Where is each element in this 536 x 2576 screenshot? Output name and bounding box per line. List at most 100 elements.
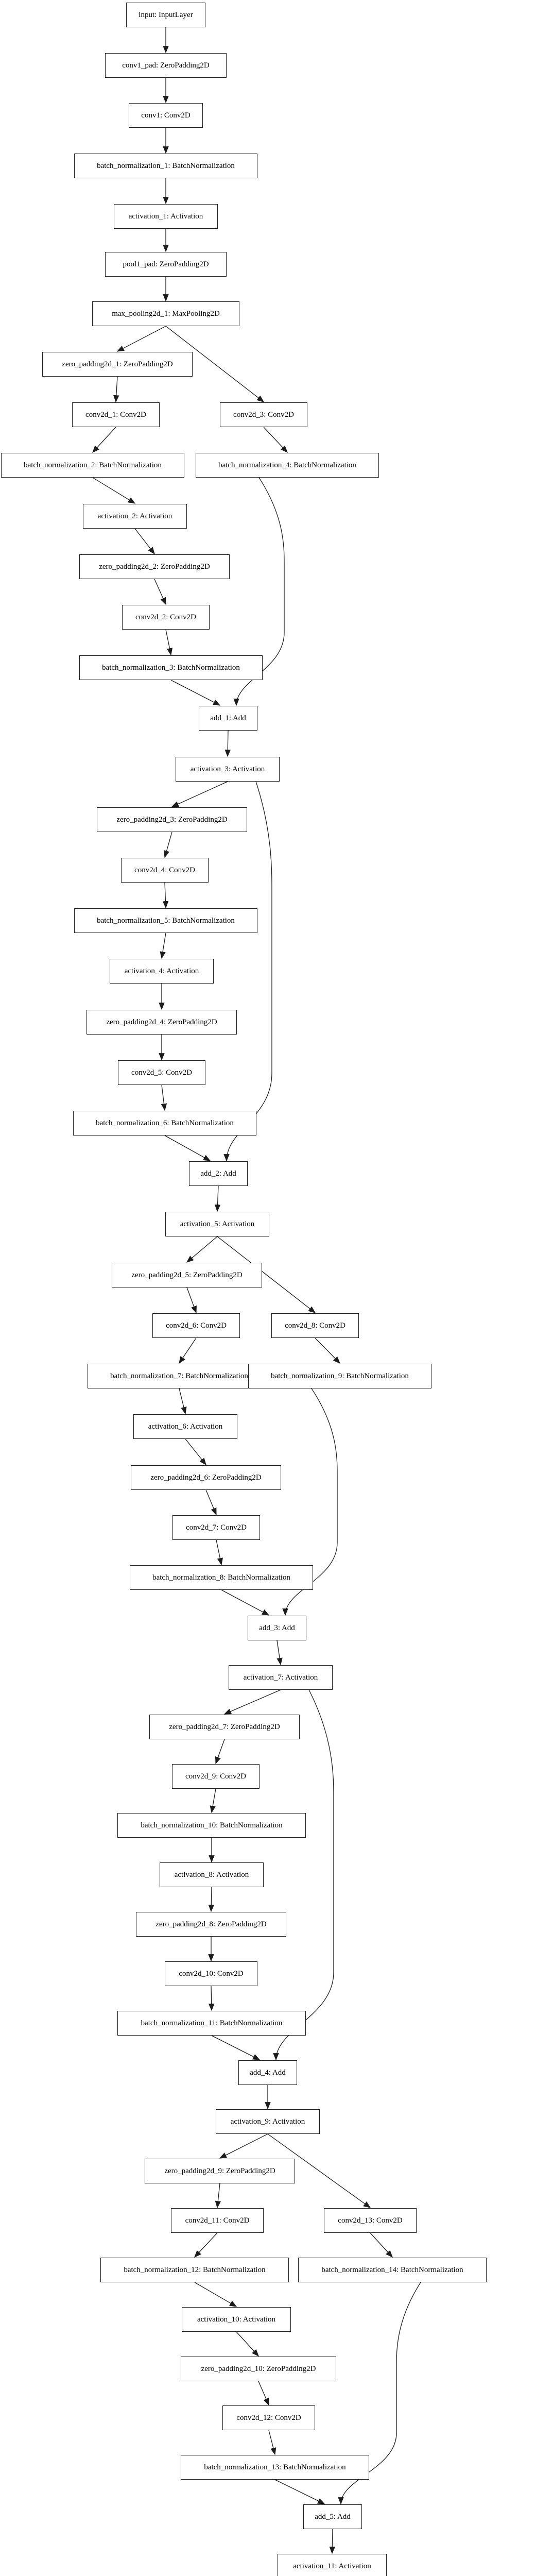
edge-conv2d_11-to-batch_normalization_12 (194, 2232, 218, 2258)
node-conv2d_7: conv2d_7: Conv2D (172, 1515, 260, 1540)
node-activation_7: activation_7: Activation (229, 1665, 333, 1690)
edge-conv2d_12-to-batch_normalization_13 (268, 2430, 276, 2455)
edge-batch_normalization_14-to-add_5 (338, 2282, 421, 2505)
node-zero_padding2d_9: zero_padding2d_9: ZeroPadding2D (145, 2159, 295, 2183)
node-activation_5: activation_5: Activation (165, 1212, 269, 1236)
node-conv2d_10: conv2d_10: Conv2D (165, 1961, 257, 1986)
node-zero_padding2d_6: zero_padding2d_6: ZeroPadding2D (131, 1465, 281, 1490)
edge-batch_normalization_13-to-add_5 (274, 2479, 325, 2504)
node-conv2d_9: conv2d_9: Conv2D (172, 1764, 260, 1789)
node-batch_normalization_14: batch_normalization_14: BatchNormalizati… (298, 2258, 487, 2282)
node-zero_padding2d_7: zero_padding2d_7: ZeroPadding2D (149, 1715, 300, 1739)
edge-activation_6-to-zero_padding2d_6 (185, 1438, 206, 1466)
node-batch_normalization_6: batch_normalization_6: BatchNormalizatio… (73, 1111, 256, 1136)
edge-activation_5-to-zero_padding2d_5 (186, 1236, 218, 1263)
edge-conv2d_13-to-batch_normalization_14 (370, 2232, 393, 2258)
edge-activation_8-to-zero_padding2d_8 (208, 1887, 214, 1912)
node-add_4: add_4: Add (238, 2060, 297, 2085)
node-add_2: add_2: Add (189, 1161, 248, 1186)
edge-batch_normalization_3-to-add_1 (170, 680, 221, 706)
node-batch_normalization_7: batch_normalization_7: BatchNormalizatio… (88, 1364, 271, 1388)
edge-conv2d_10-to-batch_normalization_11 (209, 1986, 215, 2011)
node-activation_2: activation_2: Activation (83, 504, 187, 529)
edge-activation_9-to-zero_padding2d_9 (219, 2133, 268, 2159)
node-activation_4: activation_4: Activation (110, 959, 214, 984)
edge-batch_normalization_6-to-add_2 (164, 1135, 211, 1161)
edge-batch_normalization_7-to-activation_6 (179, 1388, 187, 1415)
node-batch_normalization_1: batch_normalization_1: BatchNormalizatio… (74, 154, 257, 178)
edge-batch_normalization_8-to-add_3 (221, 1589, 270, 1616)
edge-batch_normalization_4-to-add_1 (233, 477, 285, 706)
edge-add_2-to-activation_5 (214, 1185, 221, 1212)
edge-activation_3-to-zero_padding2d_3 (171, 781, 228, 807)
node-activation_6: activation_6: Activation (133, 1414, 237, 1439)
edge-zero_padding2d_2-to-conv2d_2 (154, 579, 166, 605)
edge-conv2d_2-to-batch_normalization_3 (165, 629, 173, 656)
node-zero_padding2d_5: zero_padding2d_5: ZeroPadding2D (112, 1263, 262, 1287)
edge-activation_7-to-zero_padding2d_7 (223, 1689, 281, 1715)
edge-conv2d_9-to-batch_normalization_10 (210, 1788, 216, 1814)
edge-add_3-to-activation_7 (276, 1640, 283, 1666)
node-batch_normalization_5: batch_normalization_5: BatchNormalizatio… (74, 908, 257, 933)
node-batch_normalization_3: batch_normalization_3: BatchNormalizatio… (79, 655, 263, 680)
edge-conv2d_8-to-batch_normalization_9 (315, 1337, 341, 1364)
edge-max_pooling2d_1-to-zero_padding2d_1 (116, 326, 166, 352)
node-activation_8: activation_8: Activation (160, 1862, 264, 1887)
node-conv2d_8: conv2d_8: Conv2D (271, 1313, 359, 1338)
node-zero_padding2d_3: zero_padding2d_3: ZeroPadding2D (97, 807, 247, 832)
edge-conv2d_4-to-batch_normalization_5 (162, 882, 169, 909)
edge-conv2d_6-to-batch_normalization_7 (179, 1337, 197, 1364)
edge-activation_5-to-conv2d_8 (217, 1236, 316, 1313)
node-conv2d_12: conv2d_12: Conv2D (222, 2405, 315, 2430)
edge-activation_3-to-add_2 (223, 781, 272, 1162)
edge-activation_10-to-zero_padding2d_10 (236, 2331, 259, 2357)
node-add_1: add_1: Add (199, 706, 257, 731)
edge-zero_padding2d_6-to-conv2d_7 (205, 1489, 217, 1516)
node-batch_normalization_4: batch_normalization_4: BatchNormalizatio… (196, 453, 379, 478)
node-batch_normalization_10: batch_normalization_10: BatchNormalizati… (117, 1813, 306, 1838)
node-add_3: add_3: Add (248, 1616, 306, 1640)
edge-zero_padding2d_10-to-conv2d_12 (258, 2381, 269, 2406)
node-zero_padding2d_4: zero_padding2d_4: ZeroPadding2D (87, 1010, 237, 1035)
node-batch_normalization_2: batch_normalization_2: BatchNormalizatio… (1, 453, 184, 478)
node-zero_padding2d_10: zero_padding2d_10: ZeroPadding2D (181, 2357, 336, 2381)
node-conv2d_1: conv2d_1: Conv2D (72, 402, 160, 427)
edge-conv2d_1-to-batch_normalization_2 (92, 427, 116, 453)
node-conv2d_4: conv2d_4: Conv2D (121, 858, 209, 883)
edge-conv2d_5-to-batch_normalization_6 (161, 1084, 167, 1111)
edge-batch_normalization_12-to-activation_10 (194, 2282, 237, 2307)
node-activation_3: activation_3: Activation (176, 757, 280, 782)
edge-activation_9-to-conv2d_13 (267, 2133, 371, 2208)
node-zero_padding2d_2: zero_padding2d_2: ZeroPadding2D (79, 554, 230, 579)
edge-zero_padding2d_3-to-conv2d_4 (164, 832, 172, 858)
edge-conv2d_3-to-batch_normalization_4 (263, 427, 288, 453)
node-batch_normalization_12: batch_normalization_12: BatchNormalizati… (100, 2258, 289, 2282)
node-activation_11: activation_11: Activation (278, 2554, 387, 2576)
node-batch_normalization_8: batch_normalization_8: BatchNormalizatio… (130, 1565, 313, 1590)
edge-batch_normalization_5-to-activation_4 (160, 933, 166, 959)
node-batch_normalization_13: batch_normalization_13: BatchNormalizati… (181, 2455, 369, 2480)
node-conv2d_2: conv2d_2: Conv2D (122, 605, 210, 630)
node-zero_padding2d_1: zero_padding2d_1: ZeroPadding2D (42, 352, 193, 377)
node-conv2d_6: conv2d_6: Conv2D (152, 1313, 240, 1338)
node-conv2d_3: conv2d_3: Conv2D (220, 402, 307, 427)
edge-batch_normalization_11-to-add_4 (211, 2035, 261, 2060)
node-conv2d_5: conv2d_5: Conv2D (118, 1060, 205, 1085)
node-add_5: add_5: Add (303, 2504, 362, 2529)
node-input: input: InputLayer (126, 3, 205, 27)
node-activation_1: activation_1: Activation (114, 204, 218, 229)
edge-zero_padding2d_1-to-conv2d_1 (113, 376, 119, 403)
node-zero_padding2d_8: zero_padding2d_8: ZeroPadding2D (136, 1912, 286, 1937)
edge-zero_padding2d_9-to-conv2d_11 (215, 2183, 221, 2209)
edge-max_pooling2d_1-to-conv2d_3 (165, 326, 265, 402)
edge-activation_2-to-zero_padding2d_2 (134, 528, 155, 555)
node-activation_10: activation_10: Activation (182, 2307, 291, 2332)
edge-add_5-to-activation_11 (329, 2529, 335, 2554)
edge-zero_padding2d_7-to-conv2d_9 (215, 1739, 225, 1765)
node-conv1: conv1: Conv2D (129, 103, 203, 128)
node-pool1_pad: pool1_pad: ZeroPadding2D (105, 252, 227, 277)
node-activation_9: activation_9: Activation (216, 2109, 320, 2134)
node-conv1_pad: conv1_pad: ZeroPadding2D (105, 53, 227, 78)
node-conv2d_11: conv2d_11: Conv2D (171, 2208, 264, 2233)
